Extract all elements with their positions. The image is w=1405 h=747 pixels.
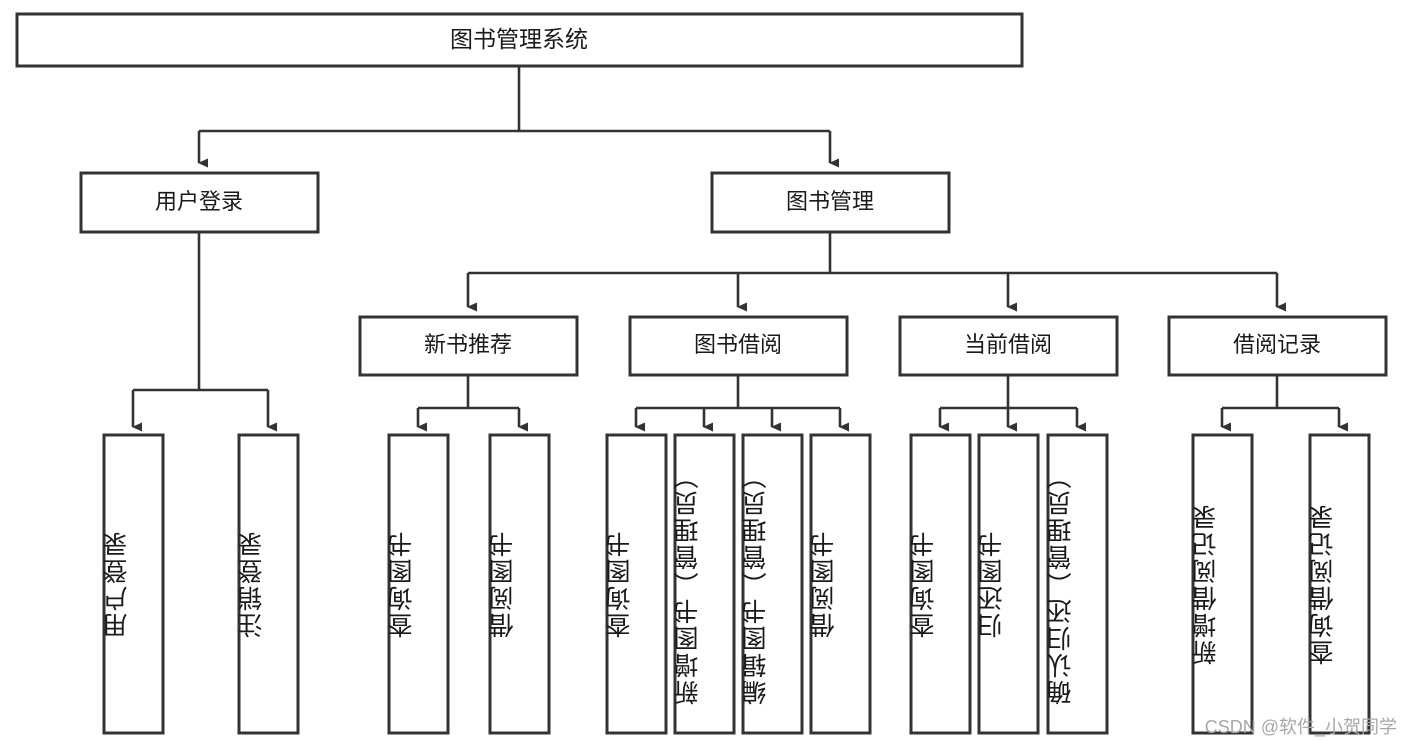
node-book-manage[interactable]: 图书管理 [710,171,951,234]
leaf-box-user-login-2[interactable] [237,433,300,735]
leaf-box-current-borrow-3[interactable] [1046,433,1109,735]
leaf-box-new-book-2[interactable] [488,433,551,735]
leaf-box-current-borrow-2[interactable] [977,433,1040,735]
node-root[interactable]: 图书管理系统 [15,12,1024,68]
node-book-manage-box[interactable] [710,171,951,234]
node-current-borrow-label: 当前借阅 [964,332,1052,357]
edges-current-borrow-to-leaves [938,375,1086,432]
node-root-label: 图书管理系统 [450,26,588,52]
node-book-borrow[interactable]: 图书借阅 [628,315,849,377]
leaf-box-book-borrow-1[interactable] [605,433,668,735]
leaf-boxes [102,433,1371,735]
node-current-borrow[interactable]: 当前借阅 [898,315,1119,377]
leaf-box-book-borrow-4[interactable] [809,433,872,735]
node-new-book-recommend[interactable]: 新书推荐 [358,315,579,377]
edges-book-manage-to-level3 [466,232,1286,312]
edges-new-book-recommend-to-leaves [416,375,528,432]
leaf-box-user-login-1[interactable] [102,433,165,735]
leaf-box-book-borrow-3[interactable] [741,433,804,735]
edges-user-login-to-leaves [131,232,277,432]
node-borrow-record-box[interactable] [1167,315,1388,377]
node-user-login-label: 用户登录 [155,189,243,214]
node-new-book-recommend-box[interactable] [358,315,579,377]
node-new-book-recommend-label: 新书推荐 [424,332,512,357]
node-user-login[interactable]: 用户登录 [79,171,320,234]
node-borrow-record[interactable]: 借阅记录 [1167,315,1388,377]
edges-borrow-record-to-leaves [1220,375,1348,432]
leaf-box-borrow-record-2[interactable] [1308,433,1371,735]
edges-book-borrow-to-leaves [634,375,849,432]
node-book-borrow-label: 图书借阅 [694,332,782,357]
leaf-box-borrow-record-1[interactable] [1191,433,1254,735]
node-root-box[interactable] [15,12,1024,68]
edges-root-to-level2 [197,66,839,168]
node-book-borrow-box[interactable] [628,315,849,377]
node-user-login-box[interactable] [79,171,320,234]
node-borrow-record-label: 借阅记录 [1233,332,1321,357]
node-book-manage-label: 图书管理 [786,189,874,214]
leaf-box-new-book-1[interactable] [387,433,450,735]
leaf-box-current-borrow-1[interactable] [909,433,972,735]
leaf-box-book-borrow-2[interactable] [673,433,736,735]
watermark: CSDN @软件_小贺同学 [1204,717,1397,737]
node-current-borrow-box[interactable] [898,315,1119,377]
